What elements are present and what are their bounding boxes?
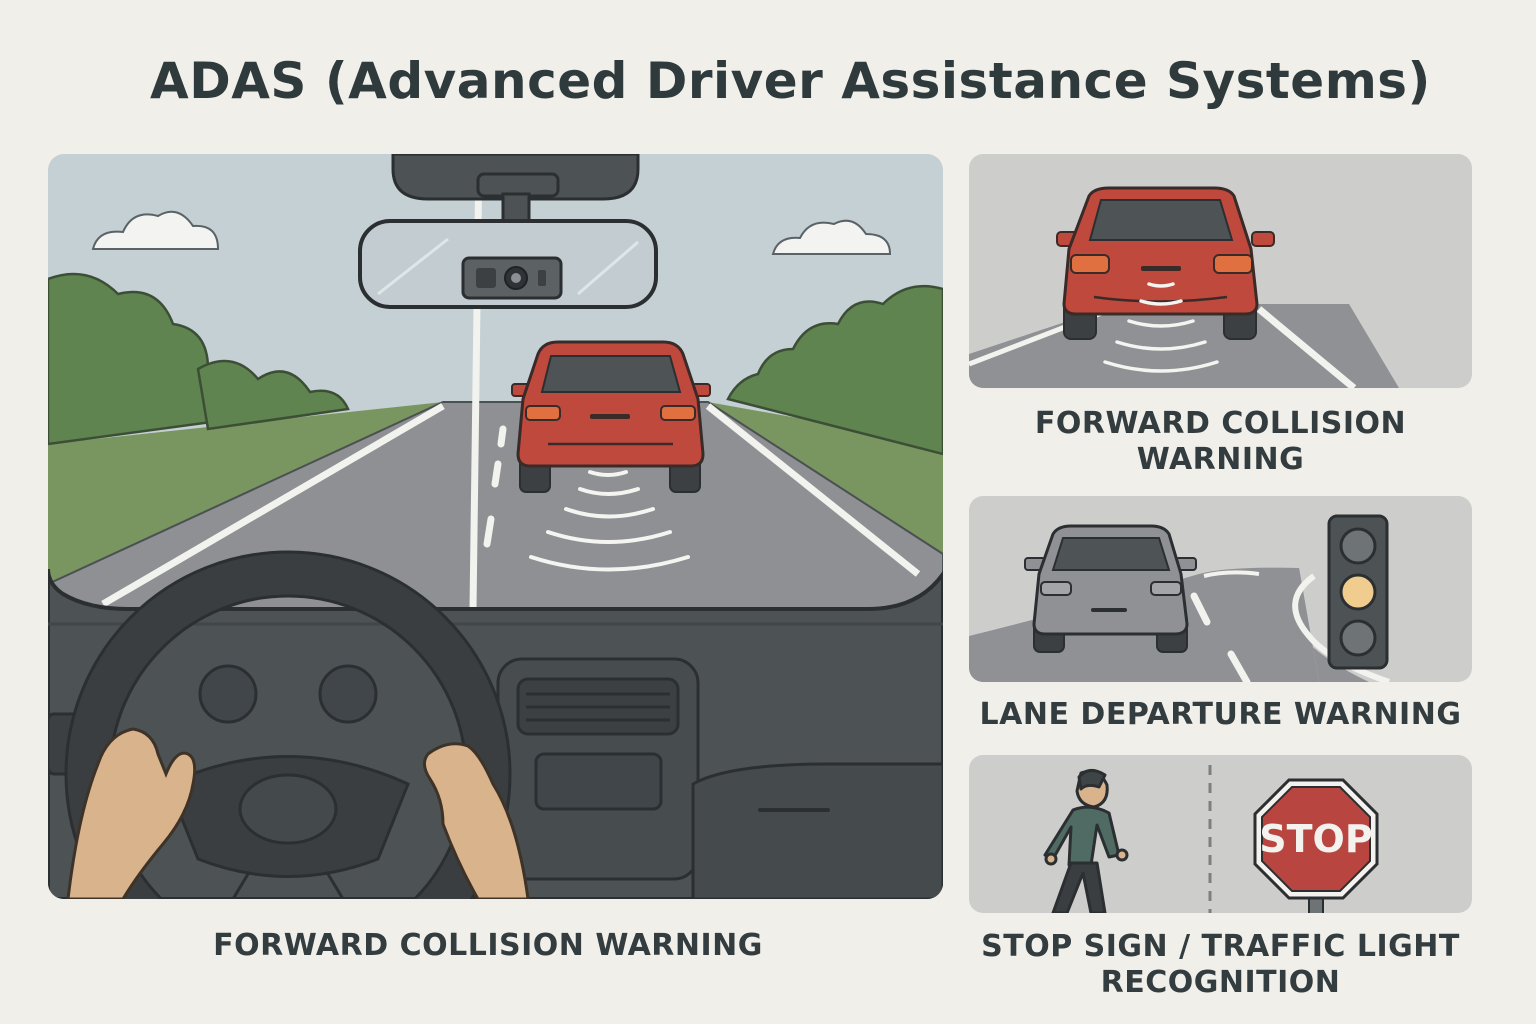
- main-caption: FORWARD COLLISION WARNING: [213, 928, 763, 963]
- caption-lane-departure: LANE DEPARTURE WARNING: [969, 697, 1472, 733]
- gray-car-icon: [1024, 524, 1197, 653]
- trees-right: [726, 284, 943, 456]
- red-car-icon: [1056, 186, 1275, 340]
- panel-forward-collision: [969, 154, 1472, 388]
- dashcam-icon: [461, 256, 563, 300]
- caption-forward-collision: FORWARD COLLISION WARNING: [969, 406, 1472, 478]
- caption-line-1: LANE DEPARTURE WARNING: [979, 697, 1462, 732]
- caption-line-1: FORWARD COLLISION: [1034, 406, 1407, 441]
- left-hand: [66, 727, 197, 899]
- trees-left: [48, 272, 350, 446]
- traffic-light-icon: [1327, 514, 1389, 670]
- page-title: ADAS (Advanced Driver Assistance Systems…: [150, 52, 1431, 110]
- panel-sign-recognition: STOP: [969, 755, 1472, 913]
- caption-line-1: STOP SIGN / TRAFFIC LIGHT: [981, 929, 1460, 964]
- main-driver-view: [48, 154, 943, 899]
- panel-lane-departure: [969, 496, 1472, 682]
- caption-line-2: RECOGNITION: [1100, 965, 1341, 1000]
- radar-waves-icon: [529, 470, 690, 572]
- radar-waves-icon: [1103, 282, 1219, 373]
- caption-line-2: WARNING: [1136, 442, 1305, 477]
- cloud: [91, 210, 892, 255]
- right-hand: [423, 742, 530, 899]
- red-car-ahead: [511, 340, 711, 493]
- caption-sign-recognition: STOP SIGN / TRAFFIC LIGHT RECOGNITION: [969, 929, 1472, 1001]
- pedestrian-icon: [1043, 769, 1129, 913]
- stop-sign-icon: STOP: [1253, 778, 1379, 913]
- stop-sign-text: STOP: [1259, 817, 1372, 861]
